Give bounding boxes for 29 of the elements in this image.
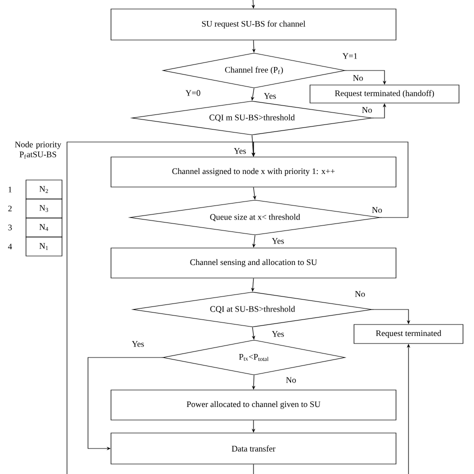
row-number: 4 — [8, 244, 12, 250]
edge-label: Yes — [130, 340, 146, 348]
process-box: Request terminated — [354, 324, 464, 344]
edge-label: No — [352, 74, 364, 82]
table-cell: N$_{2}$ — [26, 180, 62, 200]
table-heading: Node priority P$_{f}$atSU-BS — [14, 141, 62, 159]
arrow — [66, 142, 256, 474]
table-cell: N$_{4}$ — [26, 218, 62, 238]
edge-label: Yes — [262, 92, 278, 100]
process-box: Power allocated to channel given to SU — [110, 390, 396, 420]
edge-label: Yes — [270, 330, 286, 338]
process-box: SU request SU-BS for channel — [110, 8, 396, 40]
process-box: Data transfer — [110, 432, 396, 464]
table-cell: N$_{3}$ — [26, 198, 62, 218]
process-box: Channel sensing and allocation to SU — [110, 248, 396, 278]
edge-label: No — [370, 206, 384, 214]
edge-label: No — [354, 290, 366, 298]
row-number: 2 — [8, 206, 12, 212]
row-number: 3 — [8, 224, 12, 230]
process-box: Channel assigned to node x with priority 1: x++ — [110, 156, 396, 188]
edge-label: Yes — [232, 147, 248, 155]
row-number: 1 — [8, 186, 12, 192]
process-box: Request terminated (handoff) — [310, 84, 460, 104]
branch-label: Y=0 — [186, 90, 200, 96]
branch-label: Y=1 — [342, 53, 358, 59]
table-cell: N$_{1}$ — [26, 236, 62, 256]
edge-label: No — [360, 106, 374, 114]
edge-label: No — [284, 376, 298, 384]
edge-label: Yes — [270, 237, 286, 245]
